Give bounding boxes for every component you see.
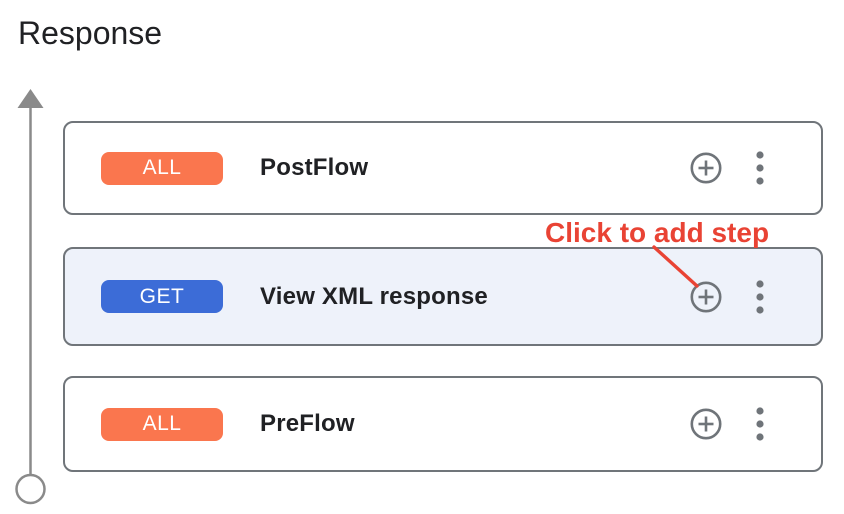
flow-card-postflow[interactable]: ALL PostFlow <box>63 121 823 215</box>
card-actions <box>689 405 766 443</box>
card-actions <box>689 149 766 187</box>
more-options-button[interactable] <box>754 278 766 316</box>
more-options-button[interactable] <box>754 149 766 187</box>
add-step-button[interactable] <box>689 407 723 441</box>
kebab-menu-icon <box>756 151 764 185</box>
flow-name: PostFlow <box>260 154 369 181</box>
flow-card-preflow[interactable]: ALL PreFlow <box>63 376 823 472</box>
plus-circle-icon <box>690 152 722 184</box>
card-actions <box>689 278 766 316</box>
more-options-button[interactable] <box>754 405 766 443</box>
flow-name: View XML response <box>260 282 488 310</box>
method-badge: ALL <box>101 151 223 185</box>
page-title: Response <box>18 15 163 51</box>
add-step-button[interactable] <box>689 280 723 314</box>
annotation-label: Click to add step <box>545 217 770 248</box>
flow-card-view-xml-response[interactable]: GET View XML response <box>63 247 823 346</box>
circle-endpoint-icon <box>15 473 46 505</box>
kebab-menu-icon <box>756 407 764 441</box>
method-badge: ALL <box>101 407 223 441</box>
method-badge: GET <box>101 280 223 313</box>
response-flow-rail <box>15 89 46 505</box>
add-step-button[interactable] <box>689 151 723 185</box>
kebab-menu-icon <box>756 279 764 314</box>
arrow-up-icon <box>17 89 44 108</box>
plus-circle-icon <box>690 408 722 440</box>
flow-name: PreFlow <box>260 410 355 437</box>
plus-circle-icon <box>690 281 722 312</box>
